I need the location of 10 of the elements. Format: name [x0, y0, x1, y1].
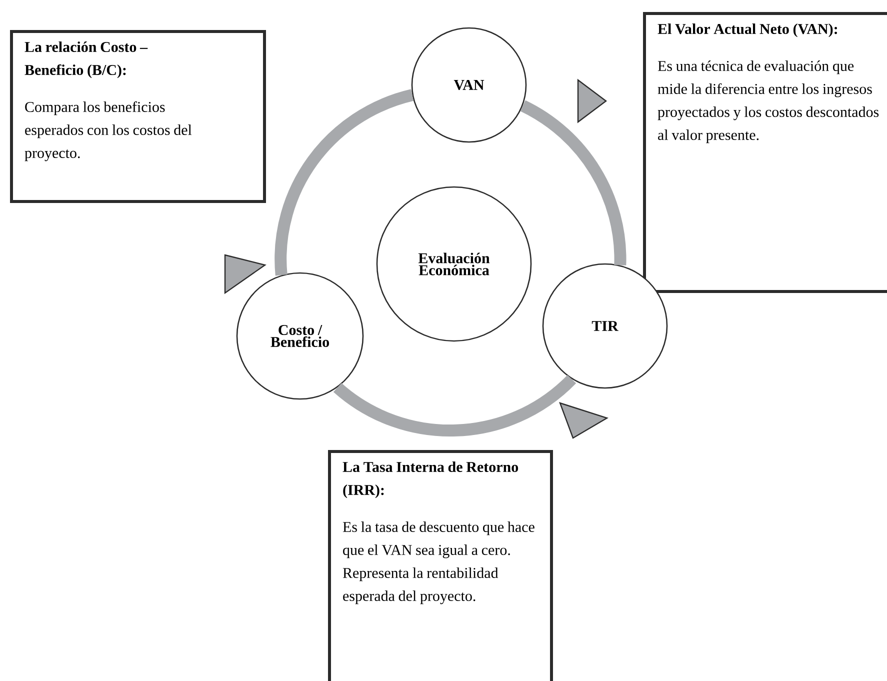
circle-node: Costo / Beneficio	[236, 272, 364, 400]
circle-node: Evaluación Económica	[376, 186, 532, 342]
text-box: La Tasa Interna de Retorno (IRR): Es la tasa de descuento que hace que el VAN sea igual a cero. Representa la rentabilidad esperada del proyecto.	[328, 450, 553, 681]
ring-arc	[334, 374, 576, 436]
circle-node: VAN	[411, 27, 527, 143]
text-box: La relación Costo – Beneficio (B/C): Compara los beneficios esperados con los costos del proyecto.	[10, 30, 266, 203]
text-box: El Valor Actual Neto (VAN): Es una técnica de evaluación que mide la diferencia entre los ingresos proyectados y los costos descontados al valor presente.	[643, 12, 887, 293]
ring-arc	[274, 89, 414, 276]
ring-arc	[520, 100, 626, 266]
circle-node: TIR	[542, 263, 668, 389]
